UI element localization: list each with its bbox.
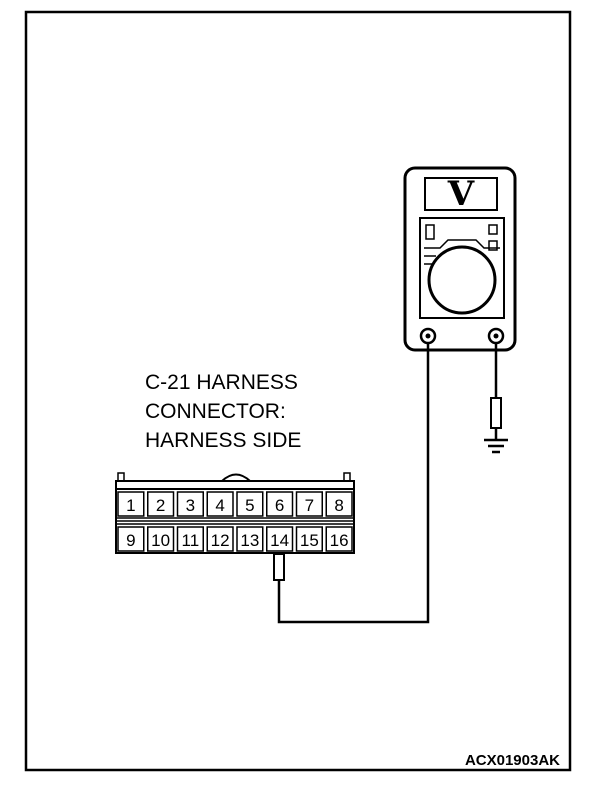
pin-label-5: 5 — [245, 496, 254, 515]
pin-cell-8 — [325, 491, 353, 517]
pin-label-14: 14 — [270, 531, 289, 550]
pin-cell-11 — [176, 526, 204, 552]
meter-display — [424, 177, 498, 211]
pin-label-1: 1 — [126, 496, 135, 515]
voltmeter-icon: V — [403, 166, 517, 352]
pin-cell-1 — [117, 491, 145, 517]
pin-cell-16 — [325, 526, 353, 552]
connector-label-line3: HARNESS SIDE — [145, 429, 301, 452]
pin-cell-15 — [295, 526, 323, 552]
pin-cell-2 — [147, 491, 175, 517]
connector-lock-tab — [221, 473, 251, 482]
pin-label-3: 3 — [186, 496, 195, 515]
pin-cell-10 — [147, 526, 175, 552]
meter-display-symbol: V — [447, 174, 475, 214]
pin-cell-3 — [176, 491, 204, 517]
pin-label-6: 6 — [275, 496, 284, 515]
pin-label-12: 12 — [211, 531, 230, 550]
pin-label-8: 8 — [334, 496, 343, 515]
pin-cell-4 — [206, 491, 234, 517]
pin-label-9: 9 — [126, 531, 135, 550]
pin-cell-12 — [206, 526, 234, 552]
pin-label-11: 11 — [182, 531, 200, 550]
connector-label-line2: CONNECTOR: — [145, 400, 286, 423]
pin-cell-7 — [295, 491, 323, 517]
pin-label-7: 7 — [305, 496, 314, 515]
figure-code: ACX01903AK — [465, 752, 560, 769]
pin-label-2: 2 — [156, 496, 165, 515]
pin-cell-14 — [266, 526, 294, 552]
pin-label-10: 10 — [151, 531, 170, 550]
pin-label-4: 4 — [215, 496, 224, 515]
pin-cell-9 — [117, 526, 145, 552]
meter-rotary-dial — [427, 245, 497, 315]
pin-cell-5 — [236, 491, 264, 517]
pin-label-16: 16 — [330, 531, 349, 550]
pin-label-15: 15 — [300, 531, 319, 550]
pin-cell-6 — [266, 491, 294, 517]
ground-lead-clip — [490, 397, 502, 429]
backprobe-pin — [273, 553, 285, 581]
connector-label-line1: C-21 HARNESS — [145, 371, 298, 394]
test-lead-to-connector — [277, 343, 430, 624]
pin-label-13: 13 — [240, 531, 259, 550]
figure-frame — [24, 10, 572, 772]
ground-symbol-icon — [484, 438, 508, 454]
pin-cell-13 — [236, 526, 264, 552]
